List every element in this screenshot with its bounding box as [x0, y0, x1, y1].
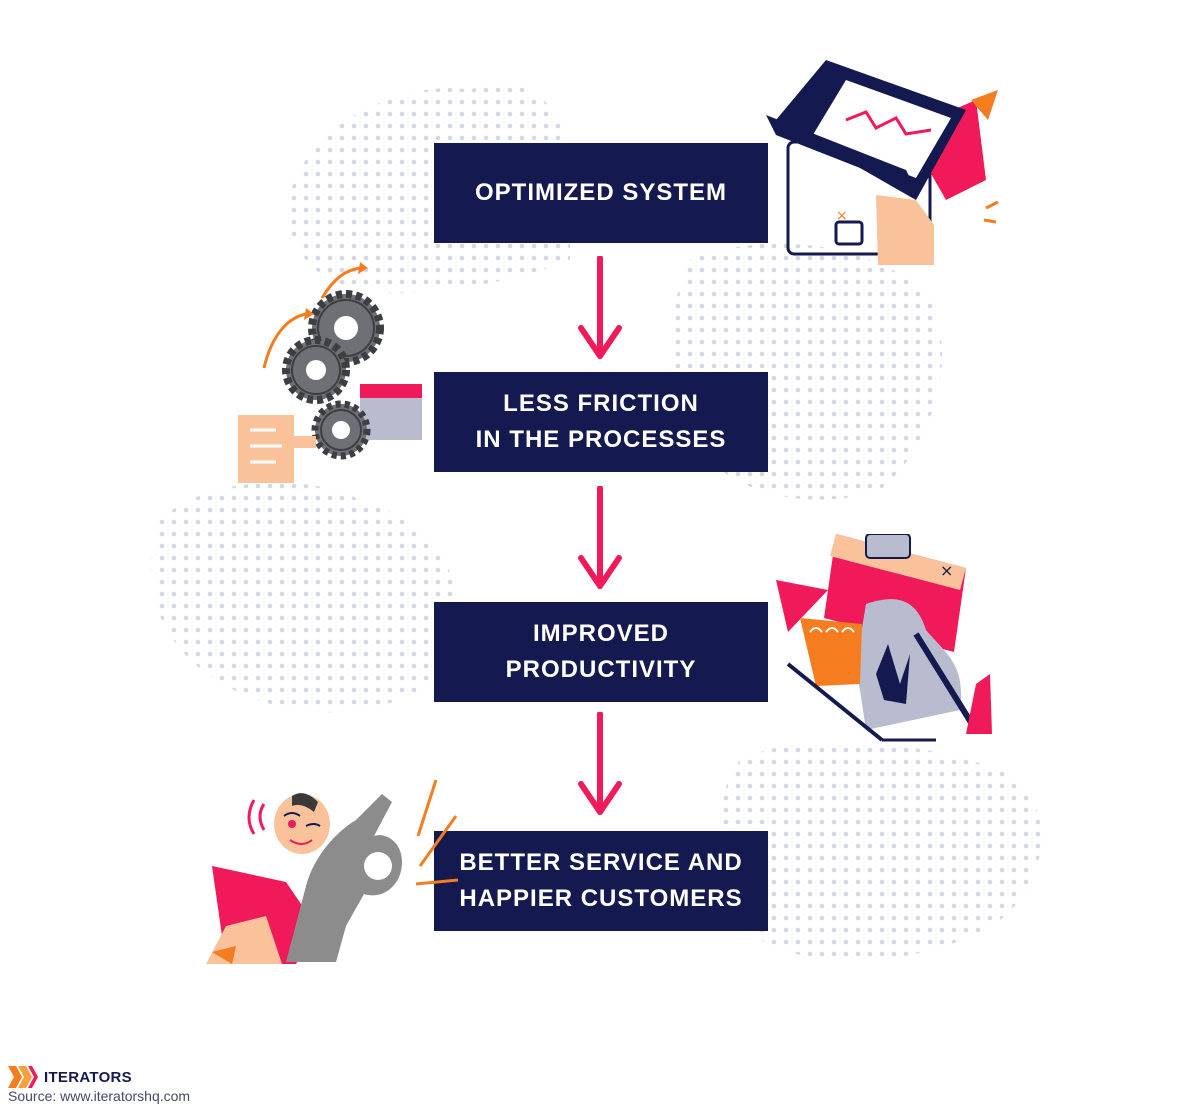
step-label-line: PRODUCTIVITY: [505, 656, 697, 683]
down-arrow-3: [578, 712, 622, 815]
step-label-line: LESS FRICTION: [503, 390, 699, 417]
productivity-hands-illustration: ×: [776, 534, 992, 742]
step-label-line: OPTIMIZED SYSTEM: [474, 179, 727, 206]
step-label-line: IMPROVED: [532, 620, 669, 647]
step-box-less-friction: LESS FRICTION IN THE PROCESSES: [434, 372, 768, 472]
iterators-logo-icon: [8, 1066, 38, 1088]
step-box-better-service: BETTER SERVICE AND HAPPIER CUSTOMERS: [434, 831, 768, 931]
step-box-improved-productivity: IMPROVED PRODUCTIVITY: [434, 602, 768, 702]
step-label-line: HAPPIER CUSTOMERS: [459, 885, 743, 912]
step-box-optimized-system: OPTIMIZED SYSTEM: [434, 143, 768, 243]
logo-text: ITERATORS: [44, 1068, 132, 1086]
step-label-line: BETTER SERVICE AND: [459, 849, 743, 876]
svg-text:×: ×: [836, 208, 848, 224]
step-label-line: IN THE PROCESSES: [475, 426, 727, 453]
gears-illustration: [238, 262, 422, 483]
down-arrow-1: [578, 256, 622, 359]
laptop-chart-illustration: ×: [766, 60, 999, 265]
source-credit: Source: www.iteratorshq.com: [8, 1088, 191, 1104]
happy-customer-illustration: [206, 779, 459, 964]
iterators-logo: ITERATORS: [8, 1066, 132, 1088]
svg-text:×: ×: [940, 561, 953, 580]
down-arrow-2: [578, 486, 622, 589]
